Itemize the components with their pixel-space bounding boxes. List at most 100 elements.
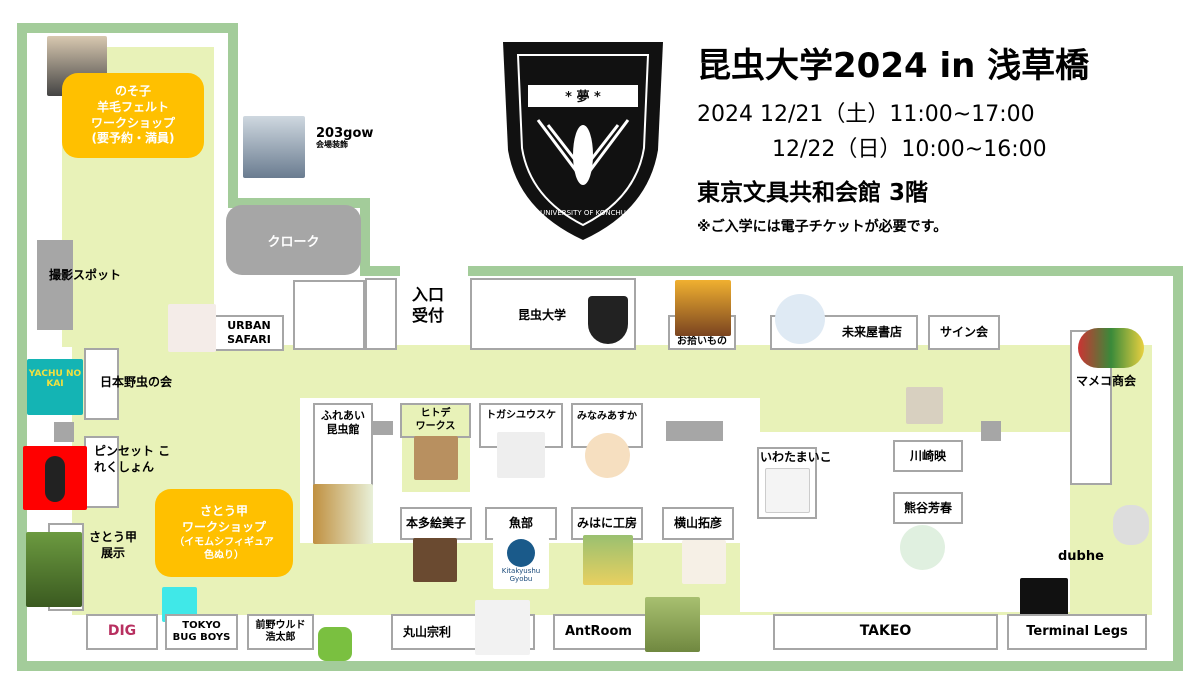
kawasaki-photo — [906, 387, 943, 424]
iwata-art — [765, 468, 810, 513]
maruyama-beetles — [475, 600, 530, 655]
entrance-label: 入口受付 — [412, 285, 444, 327]
gyobu-logo-text: Kitakyushu Gyobu — [501, 567, 541, 583]
honda-art — [413, 538, 457, 582]
wall — [228, 23, 238, 208]
yachu-label: 日本野虫の会 — [100, 375, 173, 389]
booth-label: URBAN SAFARI — [227, 319, 271, 346]
203gow-name: 203gow — [316, 126, 374, 141]
booth-kumagai[interactable]: 熊谷芳春 — [893, 492, 963, 524]
mihani-art — [583, 535, 633, 585]
workshop-title: のそ子 — [114, 84, 151, 99]
booth-dig[interactable]: DIG — [86, 614, 158, 650]
event-venue: 東京文具共和会館 3階 — [697, 180, 929, 206]
203gow-sub: 会場装飾 — [316, 140, 348, 149]
booth-label: 川崎映 — [909, 448, 946, 463]
kumagai-logo — [900, 525, 945, 570]
booth-label: みなみあすか — [577, 411, 637, 422]
pillar — [666, 421, 723, 441]
workshop-line: 羊毛フェルト — [96, 99, 169, 114]
booth-label: みはに工房 — [576, 516, 637, 530]
booth-sign[interactable]: サイン会 — [928, 315, 1000, 350]
photo-spot-label: 撮影スポット — [49, 268, 122, 282]
booth-maeno[interactable]: 前野ウルド 浩太郎 — [247, 614, 314, 650]
event-date-day1: 2024 12/21（土）11:00~17:00 — [697, 102, 1035, 127]
sato-exhibit-label: さとう甲 展示 — [88, 530, 137, 560]
wall — [468, 266, 1183, 276]
booth-label: 未来屋書店 — [841, 325, 902, 339]
iwata-label: いわたまいこ — [760, 450, 832, 464]
workshop-line: ワークショップ — [90, 115, 175, 130]
empty-booth — [293, 280, 365, 350]
wall — [1173, 266, 1183, 671]
university-logo: * 夢 * UNIVERSITY OF KONCHU — [503, 42, 663, 240]
grasshopper-art — [318, 627, 352, 661]
booth-label: 本多絵美子 — [405, 516, 466, 530]
booth-gyobu[interactable]: 魚部 — [485, 507, 557, 540]
booth-honda[interactable]: 本多絵美子 — [400, 507, 472, 540]
booth-label: 前野ウルド 浩太郎 — [255, 619, 306, 644]
booth-label: ヒトデ ワークス — [415, 408, 456, 432]
gyobu-logo: Kitakyushu Gyobu — [493, 537, 549, 589]
booth-label: ふれあい 昆虫館 — [321, 409, 365, 436]
wall — [17, 661, 1183, 671]
wall — [360, 266, 400, 276]
fureai-photo — [313, 484, 373, 544]
reception-text: 受付 — [412, 305, 445, 325]
booth-label: 丸山宗利 — [403, 624, 452, 639]
booth-label: DIG — [107, 623, 137, 640]
dubhe-label: dubhe — [1058, 549, 1104, 564]
203gow-photo — [243, 116, 305, 178]
antroom-photo — [645, 597, 700, 652]
minami-logo — [585, 433, 630, 478]
booth-label: TOKYO BUG BOYS — [172, 619, 231, 644]
photo-spot[interactable] — [37, 240, 73, 330]
wall — [17, 23, 238, 33]
booth-label: 横山拓彦 — [673, 516, 722, 530]
booth-label: 魚部 — [508, 516, 533, 530]
booth-kawasaki[interactable]: 川崎映 — [893, 440, 963, 472]
terminal-legs-logo — [1020, 578, 1068, 620]
booth-takeo[interactable]: TAKEO — [773, 614, 998, 650]
workshop-line: (要予約・満員) — [91, 131, 175, 146]
pinset-beetle — [23, 446, 87, 510]
mameko-label: マメコ商会 — [1076, 374, 1137, 388]
wall — [360, 198, 370, 276]
entrance-text: 入口 — [412, 285, 445, 304]
booth-yokoyama[interactable]: 横山拓彦 — [662, 507, 734, 540]
wall — [17, 23, 27, 671]
svg-text:* 夢 *: * 夢 * — [565, 89, 601, 105]
booth-hitode[interactable]: ヒトデ ワークス — [400, 403, 471, 438]
booth-yachu[interactable] — [84, 348, 119, 420]
booth-label: お拾いもの — [677, 335, 727, 347]
nosoko-workshop[interactable]: のそ子 羊毛フェルト ワークショップ (要予約・満員) — [62, 73, 204, 158]
workshop-line: 色ぬり） — [204, 549, 244, 561]
event-date-day2: 12/22（日）10:00~16:00 — [772, 137, 1047, 162]
ohiroimono-logo — [675, 280, 731, 336]
togashi-art — [497, 432, 545, 478]
booth-urban-safari[interactable]: URBAN SAFARI — [216, 315, 284, 351]
mameko-insect — [1078, 328, 1144, 368]
yachu-logo-text: YACHU NO KAI — [28, 369, 82, 389]
booth-label: Terminal Legs — [1026, 623, 1128, 639]
empty-booth — [365, 278, 397, 350]
booth-label: AntRoom — [565, 623, 632, 639]
urban-safari-photo — [168, 304, 216, 352]
pinset-label: ピンセット これくしょん — [94, 444, 171, 474]
miraiya-logo — [775, 294, 825, 344]
yokoyama-beetles — [682, 540, 726, 584]
pillar — [373, 421, 393, 435]
booth-label: TAKEO — [859, 623, 912, 640]
event-title: 昆虫大学2024 in 浅草橋 — [697, 46, 1090, 86]
pillar — [54, 422, 74, 442]
sato-workshop[interactable]: さとう甲 ワークショップ （イモムシフィギュア 色ぬり） — [155, 489, 293, 577]
hitode-art — [414, 436, 458, 480]
booth-tokyo-bug-boys[interactable]: TOKYO BUG BOYS — [165, 614, 238, 650]
booth-label: トガシユウスケ — [486, 410, 556, 421]
ticket-notice: ※ご入学には電子チケットが必要です。 — [697, 219, 948, 235]
cloak-label: クローク — [267, 234, 320, 250]
booth-terminal-legs[interactable]: Terminal Legs — [1007, 614, 1147, 650]
konchu-logo — [588, 296, 628, 344]
wall — [228, 198, 370, 208]
cloak[interactable]: クローク — [226, 205, 361, 275]
